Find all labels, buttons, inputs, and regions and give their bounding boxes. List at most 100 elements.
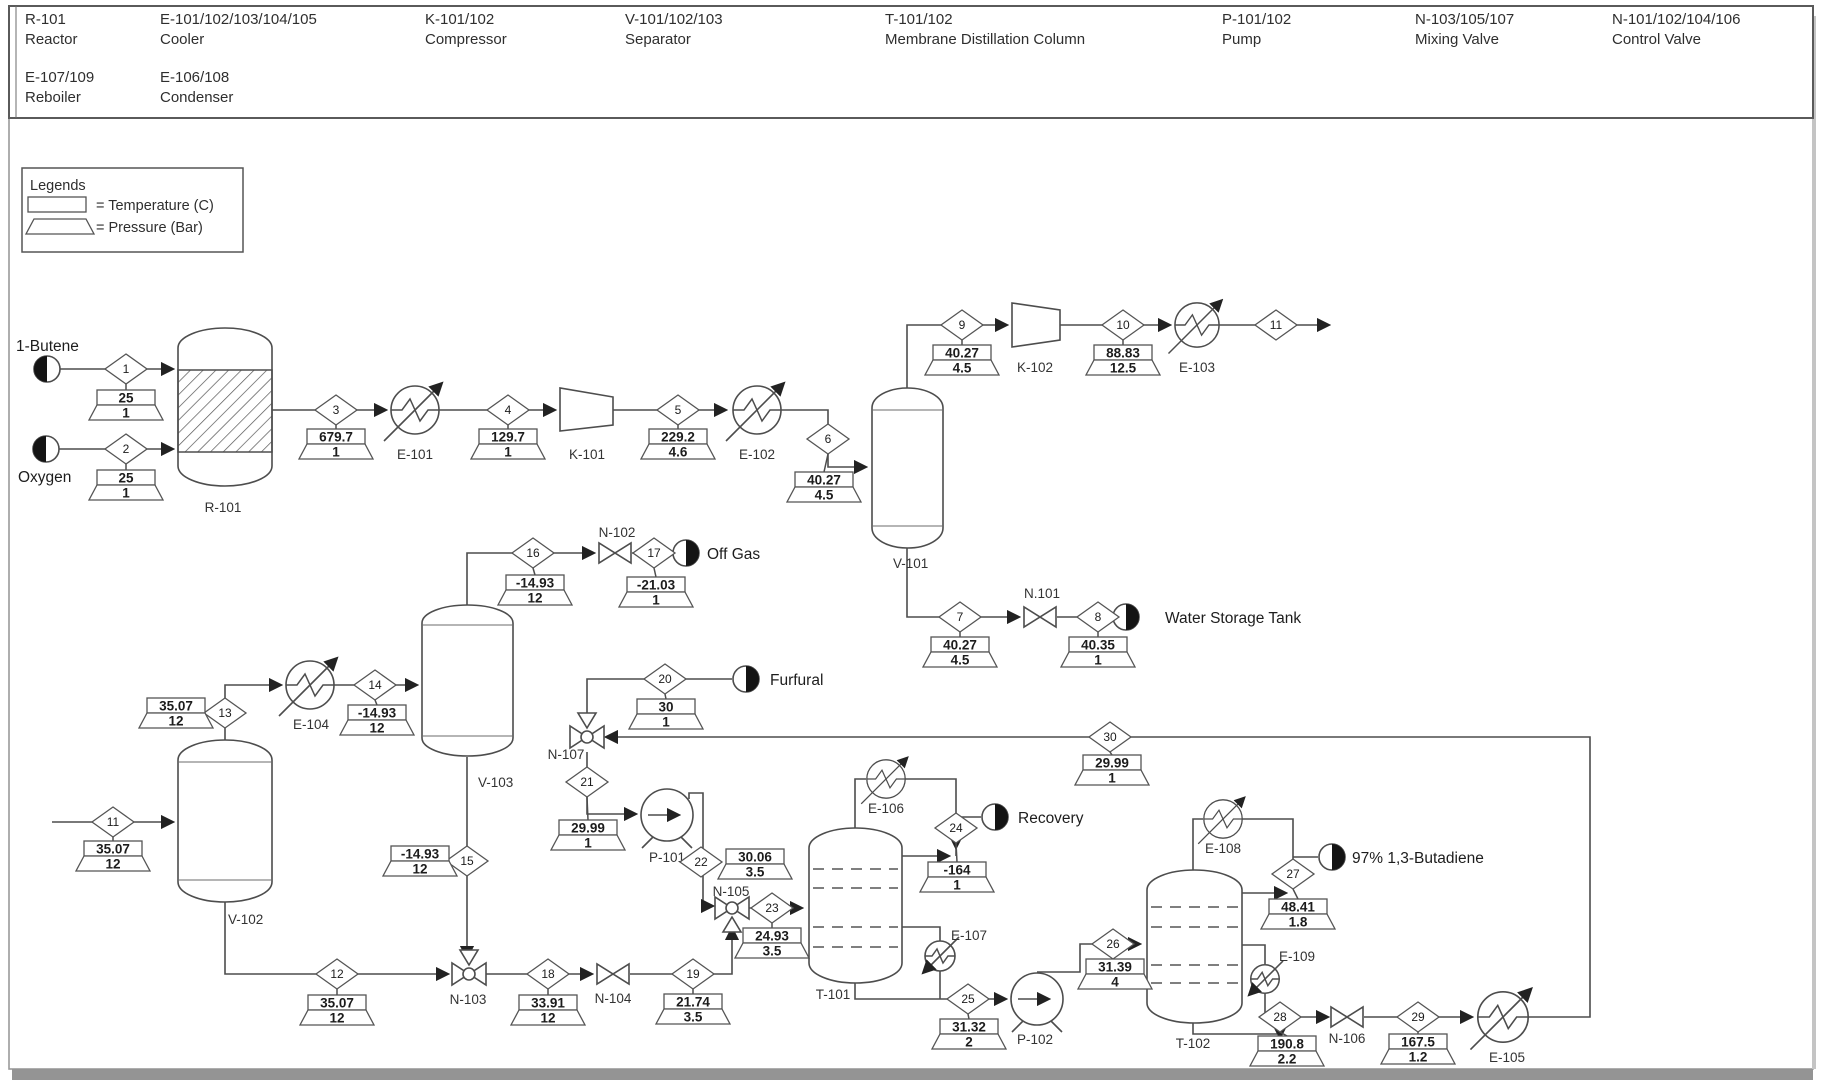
label-t101: T-101: [816, 987, 851, 1002]
temperature-value: 30.06: [738, 850, 772, 865]
label-n103: N-103: [450, 992, 487, 1007]
label-connector: [1279, 1031, 1288, 1037]
stream-number: 26: [1106, 937, 1120, 951]
butadiene-product-icon: [1318, 843, 1346, 871]
control-valve-n102-icon: [598, 542, 632, 564]
legend-name: Compressor: [425, 31, 507, 48]
label-e102: E-102: [739, 447, 775, 462]
pressure-value: 1: [504, 445, 512, 460]
label-e101: E-101: [397, 447, 433, 462]
temperature-value: -164: [943, 863, 971, 878]
equipment-labels: R-101 E-101 K-101 E-102 K-102 E-103 V-10…: [205, 360, 1525, 1065]
cooler-e104-icon: [279, 658, 337, 716]
condenser-e106-icon: [861, 757, 907, 803]
pump-p102-icon: [1011, 973, 1063, 1032]
legend-id: E-106/108: [160, 69, 229, 86]
stream-number: 11: [107, 815, 120, 829]
equipment-legend: R-101 Reactor E-101/102/103/104/105 Cool…: [25, 11, 1740, 106]
temperature-value: 24.93: [755, 929, 789, 944]
temperature-value: 40.27: [943, 638, 977, 653]
oxygen-label: Oxygen: [18, 469, 71, 486]
pressure-box: [617, 591, 695, 608]
stream-17-marker: 17-21.031: [617, 537, 695, 608]
pressure-value: 3.5: [763, 944, 782, 959]
stream-number: 25: [961, 992, 975, 1006]
control-valve-n104-icon: [596, 963, 630, 985]
stream-number: 18: [541, 967, 555, 981]
label-n106: N-106: [1329, 1031, 1366, 1046]
column-t101: [808, 827, 903, 984]
pressure-box: [297, 443, 375, 460]
legend-id: K-101/102: [425, 11, 494, 28]
cooler-e102-icon: [726, 383, 784, 441]
label-e106: E-106: [868, 801, 904, 816]
stream-diamond: [314, 958, 360, 990]
pressure-box: [654, 1008, 732, 1025]
legend-name: Mixing Valve: [1415, 31, 1499, 48]
oxygen-feed-icon: [32, 435, 60, 463]
temperature-value: 30: [658, 700, 673, 715]
label-e104: E-104: [293, 717, 330, 732]
pressure-box: [1379, 1048, 1457, 1065]
label-k101: K-101: [569, 447, 605, 462]
temperature-value: 31.39: [1098, 960, 1132, 975]
compressor-k102-icon: [1011, 302, 1061, 348]
label-connector: [1292, 888, 1299, 900]
temperature-value: 190.8: [1270, 1037, 1304, 1052]
symbol-legend-title: Legends: [30, 178, 86, 194]
stream-number: 20: [658, 672, 672, 686]
pressure-box: [921, 651, 999, 668]
legend-name: Cooler: [160, 31, 204, 48]
pressure-box: [1259, 913, 1337, 930]
column-t102: [1146, 869, 1243, 1024]
legend-id: N-101/102/104/106: [1612, 11, 1740, 28]
stream-diamond: [1253, 309, 1299, 341]
legend-id: R-101: [25, 11, 66, 28]
butadiene-label: 97% 1,3-Butadiene: [1352, 850, 1484, 867]
stream-diamond: [678, 846, 724, 878]
pressure-value: 3.5: [684, 1010, 703, 1025]
temperature-value: 40.27: [807, 473, 841, 488]
stream-markers: 125122513679.714129.715229.24.6640.274.5…: [74, 309, 1457, 1067]
pressure-box: [549, 834, 627, 851]
pressure-value: 2.2: [1278, 1052, 1297, 1067]
label-connector: [967, 1013, 970, 1020]
stream-diamond: [1100, 309, 1146, 341]
mixing-valve-n103-icon: [451, 949, 487, 986]
reactor-r101: [177, 327, 273, 487]
pressure-box: [627, 713, 705, 730]
pressure-symbol: [24, 218, 96, 235]
water-label: Water Storage Tank: [1165, 610, 1301, 627]
pressure-value: 1: [1094, 653, 1102, 668]
cooler-e101-icon: [384, 383, 442, 441]
temperature-value: 33.91: [531, 996, 565, 1011]
pressure-value: 4.6: [669, 445, 688, 460]
label-connector: [653, 567, 657, 578]
legend-name: Condenser: [160, 89, 233, 106]
pressure-value: 2: [965, 1035, 973, 1050]
recovery-product-icon: [981, 803, 1009, 831]
stream-number: 3: [333, 403, 340, 417]
label-v102: V-102: [228, 912, 263, 927]
pressure-value: 12: [412, 862, 427, 877]
pressure-value: 1.8: [1289, 915, 1308, 930]
recovery-label: Recovery: [1018, 810, 1084, 827]
pressure-value: 12.5: [1110, 361, 1137, 376]
pressure-box: [1059, 651, 1137, 668]
pressure-box: [1073, 769, 1151, 786]
stream-diamond: [1270, 858, 1316, 890]
pressure-value: 3.5: [746, 865, 765, 880]
temperature-value: 229.2: [661, 430, 695, 445]
pressure-legend-label: = Pressure (Bar): [96, 220, 203, 236]
stream-number: 7: [957, 610, 964, 624]
stream-diamond: [670, 958, 716, 990]
cooler-e103-icon: [1168, 300, 1221, 353]
